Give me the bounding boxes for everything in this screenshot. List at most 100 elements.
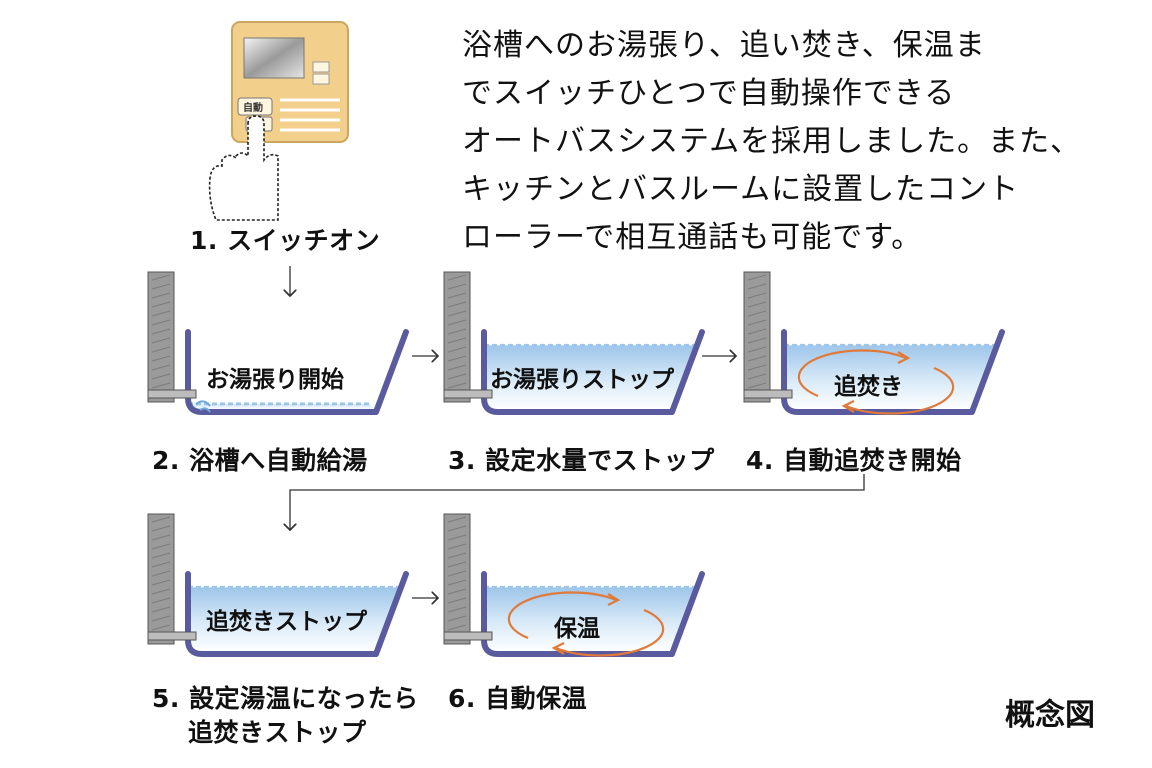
arrow-step4-to-step5 [290,474,865,530]
inlet-pipe [147,389,197,399]
circulation-arrowhead [841,400,855,413]
wall-texture [447,597,467,604]
wall-texture [447,624,467,631]
wall-texture [447,615,467,622]
circulation-arc [555,608,665,657]
wall-texture [747,310,767,317]
inlet-pipe [443,631,493,641]
description-line: ローラーで相互通話も可能です。 [462,220,923,255]
wall-texture [151,606,171,613]
tub-outline [781,329,1005,415]
wall-texture [747,301,767,308]
wall-texture [151,355,171,362]
wall-texture [747,319,767,326]
step-3-label: 3. 設定水量でストップ [448,446,715,475]
inlet-pipe [743,389,793,399]
wall-texture [447,319,467,326]
tub-3-text: お湯張りストップ [490,367,674,393]
auto-button [237,97,273,116]
water [784,345,996,410]
circulation-arc [845,366,955,415]
wall-texture [151,624,171,631]
bathtub-step-4 [743,271,1005,415]
wall-texture [151,364,171,371]
circulation-arc [507,591,617,640]
tub-outline [481,329,705,415]
wall-texture [447,579,467,586]
wall-texture [447,570,467,577]
wall-texture [447,328,467,335]
bathtub-step-3 [443,271,705,415]
bathtub-step-2 [147,271,409,415]
wall-texture [151,552,171,559]
wall-texture [151,337,171,344]
wall-texture [747,355,767,362]
wall [147,271,175,403]
description-line: オートバスシステムを採用しました。また、 [462,124,1082,159]
tub-4-text: 追焚き [834,374,903,400]
wall-texture [151,597,171,604]
wall-texture [151,588,171,595]
wall-texture [447,543,467,550]
caption: 概念図 [1005,698,1095,733]
tub-2-text: お湯張り開始 [206,367,344,393]
wall-texture [151,525,171,532]
wall-texture [447,346,467,353]
wall-texture [151,516,171,523]
wall-texture [151,579,171,586]
wall-texture [747,328,767,335]
splash-icon [195,400,211,413]
circulation-arrowhead [607,593,621,606]
water [484,345,696,410]
tub-6-text: 保温 [554,616,600,642]
bathtub-step-6 [443,513,705,657]
tub-outline [481,571,705,657]
wall-texture [447,561,467,568]
wall-texture [151,319,171,326]
wall-texture [151,301,171,308]
wall-texture [447,588,467,595]
circulation-arrows [507,591,665,657]
tub-outline [185,329,409,415]
wall-texture [447,274,467,281]
wall [147,513,175,645]
wall-texture [747,373,767,380]
wall-texture [151,615,171,622]
inlet-pipe [443,389,493,399]
circulation-arc [797,349,907,398]
wall-texture [447,516,467,523]
step-5-label-line1: 5. 設定湯温になったら [152,684,419,713]
wall-texture [151,310,171,317]
step-6-label: 6. 自動保温 [448,684,588,713]
auto-button-label: 自動 [243,103,263,114]
wall-texture [151,561,171,568]
circulation-arrows [797,349,955,415]
wall-texture [447,292,467,299]
bathtub-step-5 [147,513,409,657]
wall-texture [447,606,467,613]
step-4-label: 4. 自動追焚き開始 [746,446,962,475]
water [188,398,376,410]
wall-texture [747,274,767,281]
wall [443,513,471,645]
wall-texture [447,534,467,541]
wall-texture [747,364,767,371]
wall-texture [151,373,171,380]
wall-texture [447,355,467,362]
wall-texture [151,534,171,541]
wall-texture [747,346,767,353]
wall-texture [151,543,171,550]
step-1-label: 1. スイッチオン [190,226,381,255]
wall-texture [151,382,171,389]
water [484,587,696,652]
wall-texture [151,274,171,281]
wall [743,271,771,403]
hand-icon [208,115,279,221]
wall-texture [747,283,767,290]
wall-texture [447,525,467,532]
wall-texture [447,382,467,389]
description-line: キッチンとバスルームに設置したコント [462,172,1020,207]
wall-texture [747,292,767,299]
wall-texture [447,364,467,371]
